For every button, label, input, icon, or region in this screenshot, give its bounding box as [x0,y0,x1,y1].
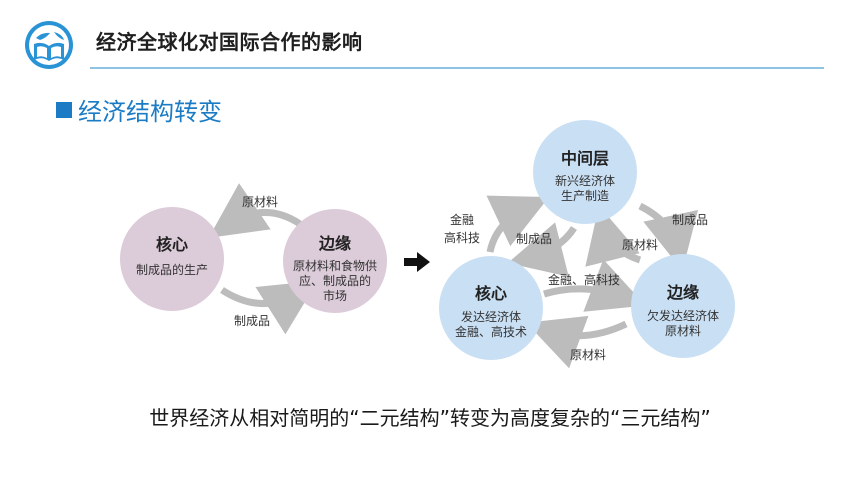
right-middle-title: 中间层 [561,149,609,168]
right-periphery-to-core-arrow [526,315,628,369]
right-core-circle [439,256,543,360]
right-middle-to-periphery-arrow [638,202,699,271]
label-periphery-to-core: 原材料 [570,348,606,362]
right-middle-to-core-arrow [507,222,577,277]
right-middle-line-2: 生产制造 [561,189,609,203]
left-top-arrow-label: 原材料 [242,195,278,209]
page-title: 经济全球化对国际合作的影响 [96,30,363,54]
right-core-to-periphery-arrow [542,259,646,312]
bullet-square-icon [56,101,72,118]
left-periphery-circle [283,209,387,313]
label-periphery-to-middle: 原材料 [622,238,658,252]
label-core-to-middle-2: 高科技 [444,230,480,245]
left-periphery-line-3: 市场 [323,288,347,303]
left-periphery-line-1: 原材料和食物供 [293,258,377,273]
right-periphery-line-2: 原材料 [665,324,701,338]
right-periphery-line-1: 欠发达经济体 [647,308,719,323]
right-middle-circle [533,120,637,224]
section-heading: 经济结构转变 [56,92,222,127]
right-periphery-title: 边缘 [666,283,699,302]
right-core-line-2: 金融、高技术 [455,324,527,339]
right-periphery-to-middle-arrow [585,205,642,267]
left-periphery-title: 边缘 [318,234,351,253]
left-periphery-line-2: 应、制成品的 [299,273,371,288]
left-bottom-arrow [220,280,318,335]
header-divider [90,67,824,69]
right-core-title: 核心 [475,284,507,303]
right-core-line-1: 发达经济体 [461,309,521,324]
right-middle-line-1: 新兴经济体 [555,173,615,188]
left-diagram: 核心 制成品的生产 边缘 原材料和食物供 应、制成品的 市场 原材料 制成品 [120,183,387,335]
right-diagram: 中间层 新兴经济体 生产制造 核心 发达经济体 金融、高技术 边缘 欠发达经济体… [439,120,735,369]
right-periphery-circle [631,254,735,358]
left-core-title: 核心 [156,235,188,254]
left-core-line-1: 制成品的生产 [136,262,208,277]
label-middle-to-periphery: 制成品 [672,213,708,227]
section-heading-text: 经济结构转变 [78,98,222,126]
right-core-to-middle-arrow [486,195,549,253]
left-bottom-arrow-label: 制成品 [234,314,270,328]
label-core-to-periphery: 金融、高科技 [548,272,620,287]
book-globe-logo-icon [25,21,73,69]
label-core-to-middle-1: 金融 [450,212,474,227]
caption-text: 世界经济从相对简明的“二元结构”转变为高度复杂的“三元结构” [149,406,711,430]
left-core-circle [120,207,224,311]
transition-arrow-icon [404,252,430,272]
label-middle-to-core: 制成品 [516,232,552,246]
left-top-arrow [208,183,302,238]
